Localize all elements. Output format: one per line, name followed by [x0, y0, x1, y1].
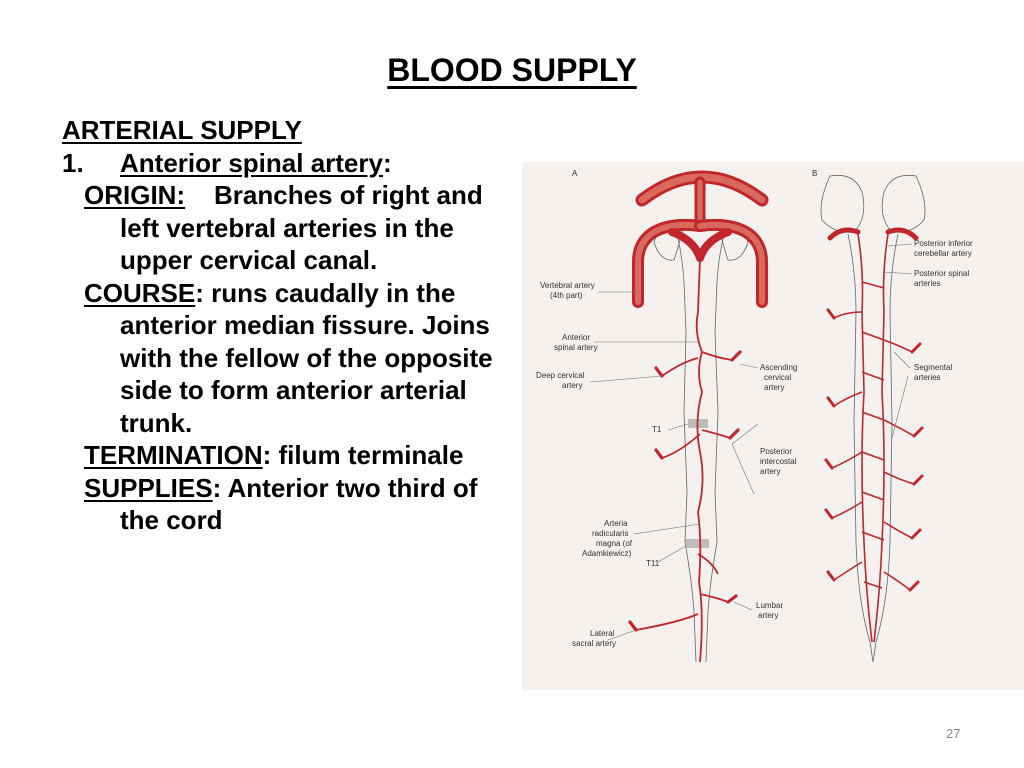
spinal-artery-figure: A: [522, 162, 1024, 690]
supplies-label: SUPPLIES: [84, 472, 213, 503]
section-heading: ARTERIAL SUPPLY: [62, 114, 502, 147]
course-text: : runs caudally in the anterior median f…: [120, 277, 493, 438]
panel-a-vertebral-arteries: [632, 170, 769, 308]
termination-paragraph: TERMINATION: filum terminale: [62, 439, 502, 472]
label-deep-cervical-2: artery: [562, 381, 582, 390]
course-paragraph: COURSE: runs caudally in the anterior me…: [62, 277, 502, 440]
slide-title-text: BLOOD SUPPLY: [387, 52, 637, 88]
label-arteria-1: Arteria: [604, 519, 628, 528]
section-heading-text: ARTERIAL SUPPLY: [62, 115, 302, 145]
label-pica-1: Posterior inferior: [914, 239, 973, 248]
spinal-artery-diagram: A: [536, 169, 973, 663]
course-label: COURSE: [84, 277, 196, 308]
label-segmental-1: Segmental: [914, 363, 952, 372]
item-title: Anterior spinal artery: [120, 147, 383, 178]
label-posterior-intercostal-1: Posterior: [760, 447, 792, 456]
panel-a-letter: A: [572, 169, 578, 178]
item-colon: :: [382, 147, 392, 178]
slide-title: BLOOD SUPPLY: [0, 52, 1024, 89]
panel-b-segmental-stubs: [824, 308, 924, 592]
panel-b-posterior-spinal-arteries: [831, 233, 915, 643]
panel-b-pica-arteries: [827, 227, 919, 241]
label-segmental-2: arteries: [914, 373, 941, 382]
label-lumbar-2: artery: [758, 611, 778, 620]
panel-a-anterior-spinal-artery: [635, 257, 733, 663]
termination-text: : filum terminale: [262, 440, 464, 470]
label-vertebral-artery-part: (4th part): [550, 291, 583, 300]
panel-a-leader-lines: [589, 291, 759, 641]
label-t1: T1: [652, 425, 662, 434]
label-deep-cervical-1: Deep cervical: [536, 371, 585, 380]
page-number: 27: [946, 726, 961, 741]
origin-label: ORIGIN:: [84, 180, 186, 210]
label-anterior-spinal-2: spinal artery: [554, 343, 598, 352]
label-anterior-spinal-1: Anterior: [562, 333, 590, 342]
slide-body: ARTERIAL SUPPLY 1. Anterior spinal artery…: [62, 114, 502, 537]
label-t11: T11: [646, 559, 660, 568]
label-pica-2: cerebellar artery: [914, 249, 972, 258]
list-number: 1.: [62, 147, 84, 178]
supplies-text: : Anterior two third of the cord: [120, 472, 478, 536]
supplies-paragraph: SUPPLIES: Anterior two third of the cord: [62, 472, 502, 537]
panel-b-leader-lines: [883, 243, 913, 439]
panel-a-branch-stubs: [628, 350, 742, 632]
label-posterior-spinal-1: Posterior spinal: [914, 269, 969, 278]
list-item: 1. Anterior spinal artery:: [62, 147, 502, 180]
termination-label: TERMINATION: [84, 440, 263, 470]
label-arteria-3: magna (of: [596, 539, 633, 548]
label-posterior-intercostal-2: intercostal: [760, 457, 797, 466]
label-lateral-sacral-1: Lateral: [590, 629, 615, 638]
label-ascending-cervical-1: Ascending: [760, 363, 797, 372]
t11-segment-marker: [685, 539, 709, 548]
label-ascending-cervical-3: artery: [764, 383, 784, 392]
label-posterior-intercostal-3: artery: [760, 467, 780, 476]
label-vertebral-artery: Vertebral artery: [540, 281, 595, 290]
label-arteria-4: Adamkiewicz): [582, 549, 632, 558]
label-lateral-sacral-2: sacral artery: [572, 639, 616, 648]
label-lumbar-1: Lumbar: [756, 601, 783, 610]
label-ascending-cervical-2: cervical: [764, 373, 791, 382]
origin-text: Branches of right and left vertebral art…: [120, 180, 483, 275]
label-arteria-2: radicularis: [592, 529, 628, 538]
origin-paragraph: ORIGIN: Branches of right and left verte…: [62, 179, 502, 277]
label-posterior-spinal-2: arteries: [914, 279, 941, 288]
panel-b-letter: B: [812, 169, 817, 178]
